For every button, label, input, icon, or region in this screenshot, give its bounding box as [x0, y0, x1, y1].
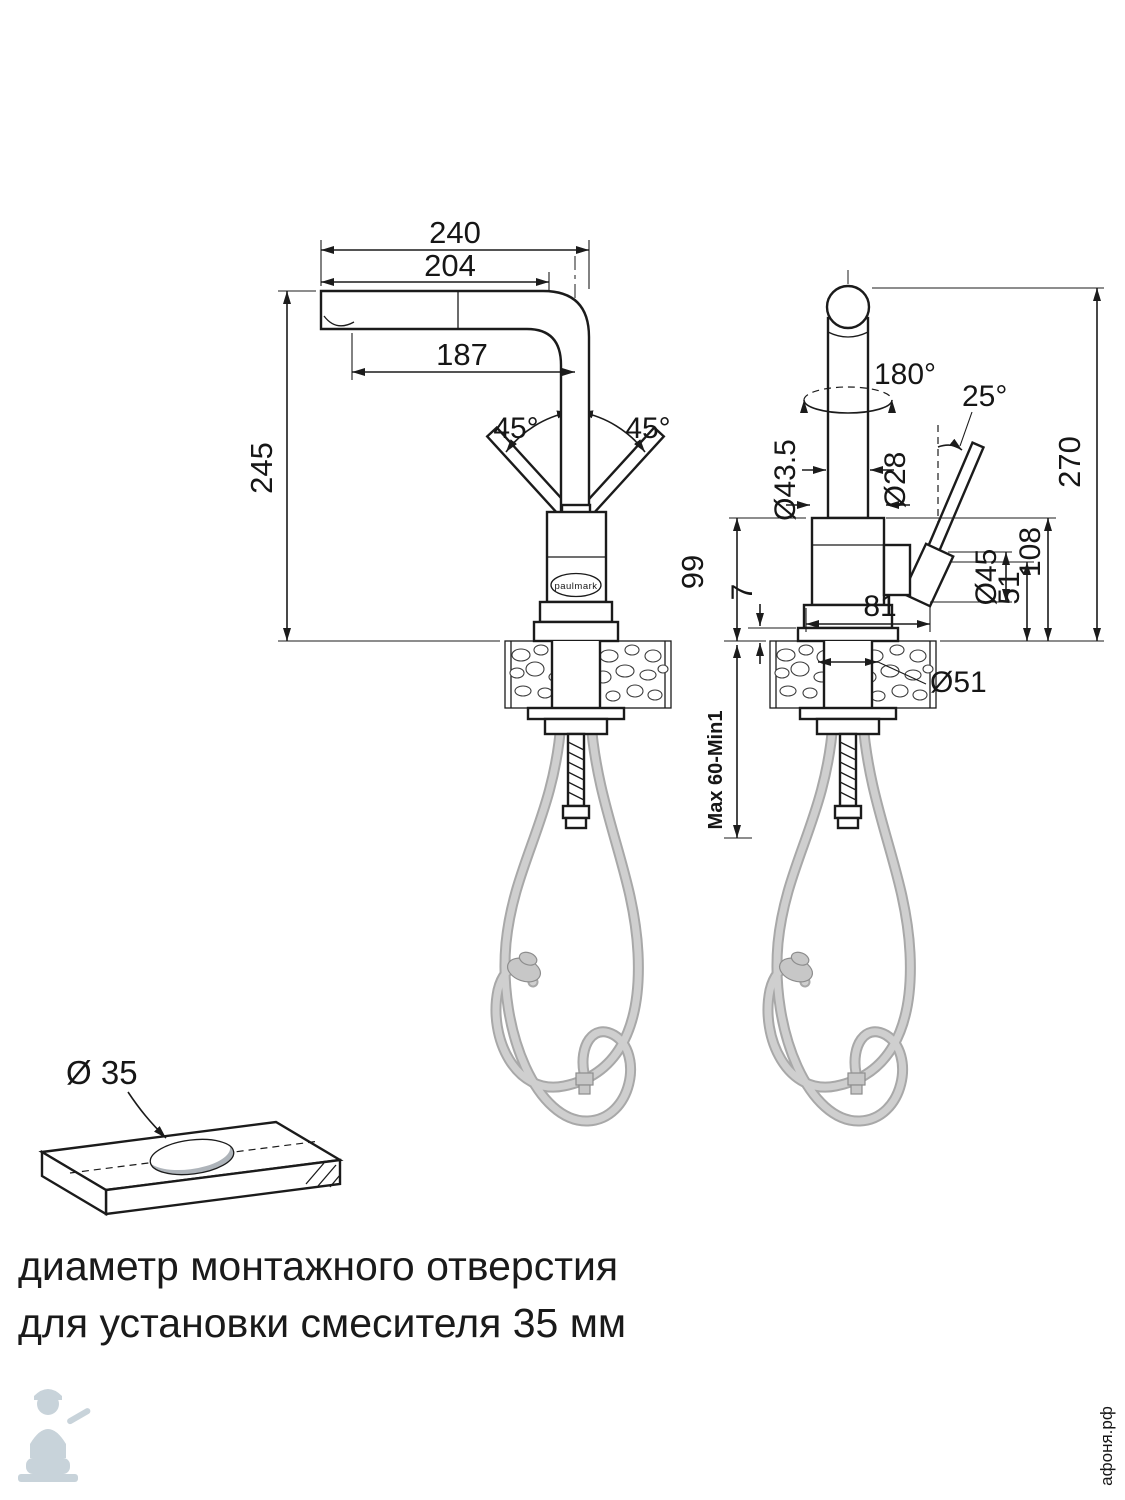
svg-text:Ø45: Ø45 — [970, 549, 1003, 606]
dim-245: 245 — [244, 290, 500, 642]
svg-text:108: 108 — [1014, 527, 1047, 577]
handle-lever — [926, 441, 986, 552]
svg-text:245: 245 — [244, 442, 279, 494]
svg-text:204: 204 — [424, 248, 476, 283]
spout-end-circle — [825, 284, 871, 330]
swivel-arc — [800, 399, 896, 414]
dim-7: 7 — [726, 584, 796, 664]
undermount-left — [496, 708, 638, 1121]
caption-line-2: для установки смесителя 35 мм — [18, 1300, 627, 1346]
angle-180: 180° — [874, 358, 936, 391]
svg-text:187: 187 — [436, 337, 488, 372]
swivel-arc-back — [803, 386, 893, 401]
svg-text:7: 7 — [726, 584, 759, 601]
spout-outline — [319, 289, 591, 516]
base-collar — [538, 600, 614, 624]
countertop-left — [504, 640, 672, 709]
right-view-front: 180° 25° Ø43.5 Ø28 — [675, 270, 1104, 1121]
dim-99: 99 — [675, 517, 806, 642]
angle-45-right: 45° — [625, 412, 670, 445]
base-flange — [532, 620, 620, 643]
left-view-side: paulmark 240 204 187 — [244, 215, 672, 1121]
svg-text:81: 81 — [863, 590, 896, 623]
riser-pipe — [826, 316, 870, 520]
svg-text:Ø51: Ø51 — [930, 666, 987, 699]
dim-base-diameter: Ø51 — [818, 658, 987, 699]
svg-text:99: 99 — [675, 555, 710, 589]
base-flange — [796, 626, 900, 643]
angle-45-left: 45° — [493, 412, 538, 445]
svg-text:240: 240 — [429, 215, 481, 250]
aerator-detail — [323, 315, 355, 327]
dim-handle-diameter: Ø45 — [930, 549, 1012, 606]
dim-270: 270 — [872, 287, 1104, 642]
mounting-hole-detail: Ø 35 — [38, 1054, 344, 1217]
dim-240: 240 — [320, 215, 590, 289]
dim-body-diameter: Ø43.5 — [769, 439, 910, 521]
handle-angle-arc — [937, 438, 963, 451]
watermark-plumber-logo — [18, 1389, 91, 1482]
watermark-site: афоня.рф — [1097, 1406, 1116, 1486]
caption: диаметр монтажного отверстия для установ… — [18, 1238, 626, 1352]
brand-badge — [550, 572, 602, 598]
hole-leader-arrow — [127, 1091, 167, 1139]
angle-25: 25° — [962, 380, 1007, 413]
hole-diameter-label: Ø 35 — [66, 1054, 138, 1091]
dim-204: 204 — [321, 248, 550, 290]
caption-line-1: диаметр монтажного отверстия — [18, 1243, 619, 1289]
faucet-body — [810, 516, 886, 607]
dim-counter-thickness: Max 60-Min1 — [705, 645, 752, 839]
slab-left-face — [40, 1149, 108, 1217]
svg-text:Ø43.5: Ø43.5 — [769, 439, 802, 521]
undermount-right — [768, 708, 910, 1121]
brand-label: paulmark — [554, 581, 597, 592]
svg-text:270: 270 — [1052, 436, 1087, 488]
side-outlet — [882, 543, 912, 597]
dim-187: 187 — [351, 333, 575, 380]
svg-text:Max 60-Min1: Max 60-Min1 — [705, 711, 727, 830]
dim-pipe-diameter: Ø28 — [802, 452, 912, 509]
countertop-right — [769, 640, 937, 709]
mounting-hole — [146, 1134, 235, 1176]
svg-text:Ø28: Ø28 — [879, 452, 912, 509]
dim-81: 81 — [805, 590, 931, 632]
